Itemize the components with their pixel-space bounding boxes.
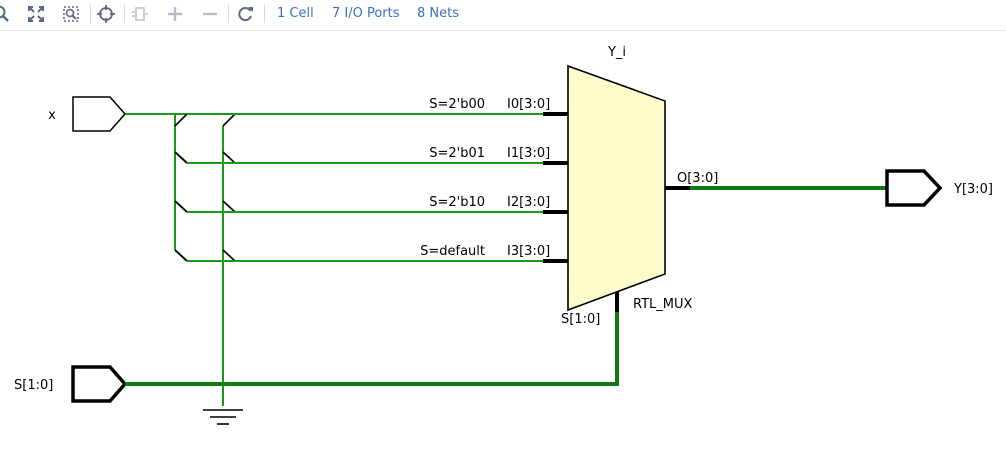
- port-y-label: Y[3:0]: [953, 182, 993, 197]
- pin-label-i1: I1[3:0]: [507, 146, 550, 161]
- bus-rippers-x: [174, 113, 188, 262]
- data-input-wires[interactable]: [187, 113, 545, 262]
- zoom-in-icon[interactable]: [0, 3, 12, 25]
- toolbar: 1 Cell 7 I/O Ports 8 Nets: [0, 0, 1006, 31]
- condition-label-2: S=2'b10: [429, 195, 485, 210]
- collapse-icon[interactable]: [199, 3, 221, 25]
- port-y-symbol[interactable]: [885, 169, 943, 207]
- cells-link[interactable]: 1 Cell: [277, 6, 314, 21]
- pin-label-i3: I3[3:0]: [507, 244, 550, 259]
- mux-input-pins: [543, 112, 568, 263]
- condition-label-1: S=2'b01: [429, 146, 485, 161]
- schematic-svg: x S=2'b00: [14, 45, 993, 425]
- net-x[interactable]: [125, 113, 188, 262]
- refresh-icon[interactable]: [234, 3, 256, 25]
- port-s-symbol[interactable]: [71, 365, 128, 403]
- port-x-symbol[interactable]: [72, 96, 127, 132]
- mux-instance-name: Y_i: [607, 45, 626, 60]
- mux-output-pin-label: O[3:0]: [677, 171, 718, 186]
- net-s-bus[interactable]: [125, 312, 619, 386]
- cell-icon[interactable]: [129, 3, 151, 25]
- expand-icon[interactable]: [164, 3, 186, 25]
- ground-icon: [203, 409, 243, 425]
- center-view-icon[interactable]: [95, 3, 117, 25]
- mux-cell-type: RTL_MUX: [633, 297, 693, 312]
- mux-body[interactable]: [567, 64, 666, 312]
- mux-select-pin-label: S[1:0]: [561, 312, 600, 327]
- nets-link[interactable]: 8 Nets: [417, 6, 459, 21]
- io-ports-link[interactable]: 7 I/O Ports: [332, 6, 400, 21]
- condition-label-3: S=default: [420, 244, 485, 259]
- pin-label-i0: I0[3:0]: [507, 97, 550, 112]
- schematic-canvas[interactable]: x S=2'b00: [0, 31, 1006, 468]
- port-s-label: S[1:0]: [14, 378, 53, 393]
- condition-label-0: S=2'b00: [429, 97, 485, 112]
- bus-rippers-ground: [222, 113, 236, 262]
- pin-label-i2: I2[3:0]: [507, 195, 550, 210]
- fit-view-icon[interactable]: [25, 3, 47, 25]
- zoom-area-icon[interactable]: [60, 3, 82, 25]
- port-x-label: x: [48, 108, 56, 123]
